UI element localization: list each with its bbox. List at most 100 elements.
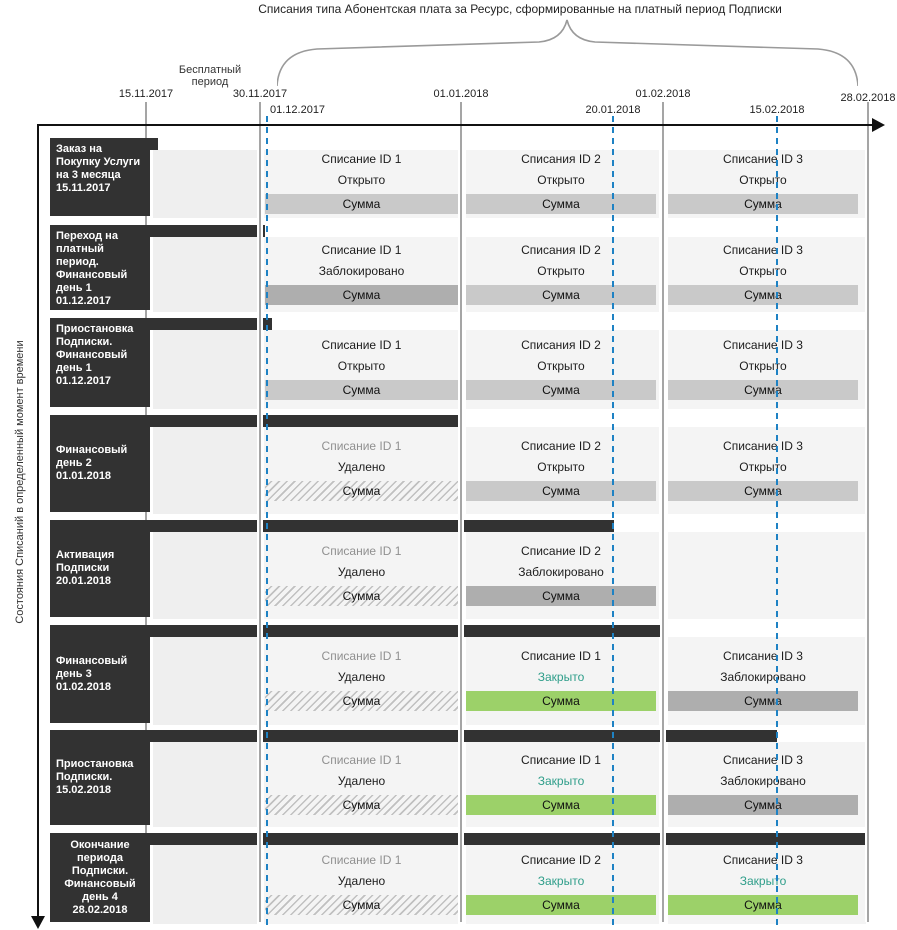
event-label-text: Приостановка Подписки. Финансовый день 1 bbox=[56, 323, 134, 374]
charge-title: Списание ID 3 bbox=[723, 752, 803, 767]
row-period-panel bbox=[153, 532, 257, 619]
charge-title: Списание ID 1 bbox=[521, 752, 601, 767]
time-axis-arrowhead-icon bbox=[872, 118, 885, 132]
charge-sum-bar: Сумма bbox=[466, 794, 656, 815]
tick-date-label: 15.02.2018 bbox=[749, 104, 805, 116]
gridline-inner bbox=[259, 128, 261, 922]
gridline-inner bbox=[867, 128, 869, 922]
charge-title: Списания ID 2 bbox=[521, 337, 601, 352]
tick-date-label: 01.02.2018 bbox=[635, 88, 691, 100]
row-period-panel bbox=[153, 330, 257, 409]
elapsed-time-bar bbox=[50, 730, 777, 742]
charge-sum-bar: Сумма bbox=[265, 480, 458, 501]
billing-date-dashed-line bbox=[612, 116, 614, 930]
charge-status: Открыто bbox=[537, 173, 585, 187]
charge-sum-bar: Сумма bbox=[265, 284, 458, 305]
charge-sum-bar: Сумма bbox=[466, 379, 656, 400]
charge-title: Списание ID 2 bbox=[521, 852, 601, 867]
charge-sum-bar: Сумма bbox=[466, 894, 656, 915]
charge-status: Удалено bbox=[337, 670, 386, 684]
row-period-panel bbox=[153, 237, 257, 312]
gridline-gap-column bbox=[458, 128, 464, 922]
event-label-text: Переход на платный период. Финансовый де… bbox=[56, 230, 128, 294]
charge-status: Закрыто bbox=[739, 873, 787, 888]
gridline-gap-column bbox=[660, 128, 666, 922]
row-period-panel bbox=[153, 427, 257, 514]
charge-status: Открыто bbox=[537, 358, 585, 373]
state-axis-line bbox=[37, 124, 39, 916]
event-label-text: Окончание периода Подписки. Финансовый д… bbox=[64, 838, 136, 903]
charge-title: Списание ID 1 bbox=[321, 438, 402, 453]
gridline-inner bbox=[460, 128, 462, 922]
elapsed-time-bar bbox=[50, 520, 614, 532]
charge-title: Списание ID 1 bbox=[321, 543, 402, 558]
charge-title: Списание ID 1 bbox=[321, 649, 402, 663]
charge-title: Списание ID 2 bbox=[521, 438, 601, 453]
charge-status: Открыто bbox=[337, 358, 386, 373]
event-label-date: 01.12.2017 bbox=[56, 295, 112, 307]
row-period-panel bbox=[153, 742, 257, 827]
elapsed-time-bar bbox=[50, 415, 461, 427]
charge-status: Открыто bbox=[739, 358, 787, 373]
charge-status: Закрыто bbox=[537, 873, 585, 888]
row-period-panel bbox=[153, 637, 257, 725]
event-label-text: Заказ на Покупку Услуги на 3 месяца bbox=[56, 143, 141, 181]
free-period-label: Бесплатный период bbox=[178, 64, 242, 88]
charge-status: Открыто bbox=[739, 263, 787, 278]
charge-sum-bar: Сумма bbox=[265, 894, 458, 915]
charge-sum-bar: Сумма bbox=[265, 585, 458, 606]
billing-date-dashed-line bbox=[266, 116, 268, 930]
charge-status: Открыто bbox=[739, 459, 787, 474]
charge-status: Заблокировано bbox=[318, 263, 405, 278]
charge-sum-bar: Сумма bbox=[668, 194, 858, 214]
charge-status: Открыто bbox=[337, 173, 386, 187]
charge-title: Списание ID 1 bbox=[521, 649, 601, 663]
charge-status: Закрыто bbox=[537, 773, 585, 788]
tick-date-label: 20.01.2018 bbox=[585, 104, 641, 116]
charge-title: Списания ID 2 bbox=[521, 242, 601, 257]
gridline-gap-column bbox=[865, 128, 871, 922]
charge-status: Удалено bbox=[337, 564, 386, 579]
event-label-text: Активация Подписки bbox=[56, 549, 115, 574]
gridline-inner bbox=[662, 128, 664, 922]
row-period-panel bbox=[153, 845, 257, 924]
event-label-date: 01.01.2018 bbox=[56, 470, 112, 482]
charge-title: Списание ID 1 bbox=[321, 852, 402, 867]
tick-date-label: 15.11.2017 bbox=[118, 88, 174, 100]
charge-sum-bar: Сумма bbox=[466, 691, 656, 711]
timeline-row: Переход на платный период. Финансовый де… bbox=[50, 225, 868, 316]
charge-sum-bar: Сумма bbox=[668, 894, 858, 915]
charge-status: Заблокировано bbox=[518, 564, 604, 579]
tick-date-label: 01.12.2017 bbox=[270, 104, 326, 116]
event-label-text: Финансовый день 2 bbox=[56, 444, 128, 469]
charge-title: Списания ID 2 bbox=[521, 152, 601, 166]
charge-status: Открыто bbox=[537, 263, 585, 278]
charge-status: Открыто bbox=[739, 173, 787, 187]
event-label-date: 15.11.2017 bbox=[56, 182, 111, 194]
charge-sum-bar: Сумма bbox=[265, 194, 458, 214]
charge-title: Списание ID 1 bbox=[321, 752, 402, 767]
row-period-panel bbox=[668, 532, 866, 619]
